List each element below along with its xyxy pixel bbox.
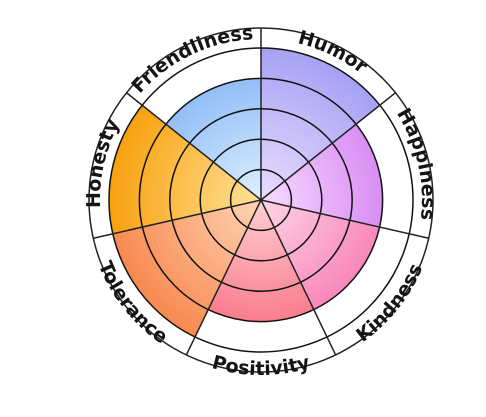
label-happiness: Happiness: [392, 104, 439, 221]
label-kindness: Kindness: [352, 260, 427, 346]
outer-circle: [88, 27, 434, 373]
label-positivity: Positivity: [210, 351, 313, 380]
spoke-3: [260, 199, 429, 240]
wedge-friendliness: [165, 78, 261, 200]
wedge-humor: [261, 48, 380, 200]
spoke-2: [260, 92, 396, 201]
wedge-honesty: [108, 105, 261, 234]
spoke-4: [260, 199, 337, 356]
spoke-7: [126, 92, 262, 201]
spoke-5: [185, 199, 262, 356]
spoke-6: [93, 199, 262, 240]
